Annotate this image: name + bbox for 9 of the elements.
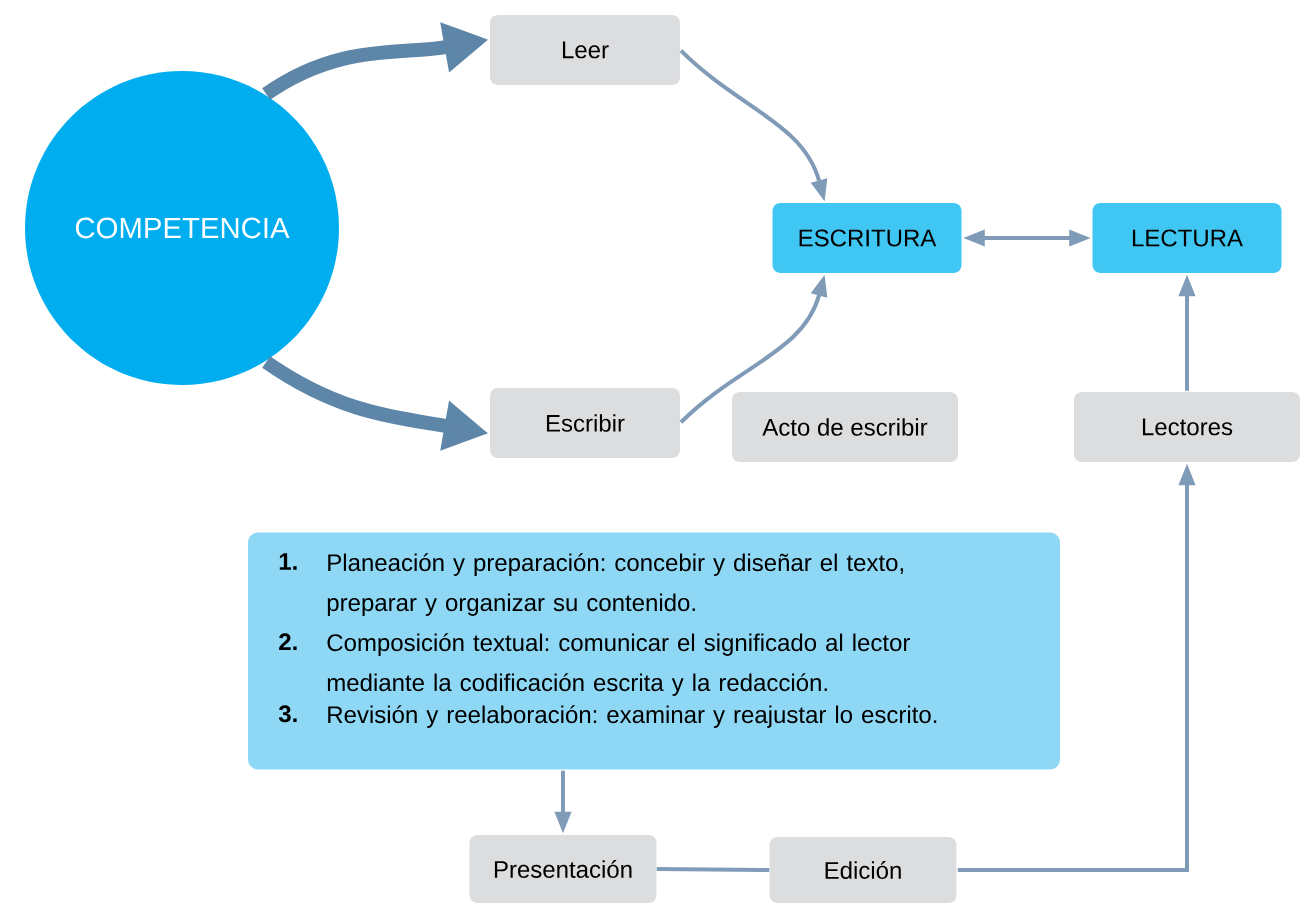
- label-box: Leer: [490, 15, 680, 85]
- steps-panel: 1. Planeación y preparación: concebir y diseñar el texto, preparar y organizar su contenido. 2. Composición textual: comunicar el significado al lector mediante la codificación escrita y la redacción. 3. Revisión y reelaboración: examinar y reajustar lo escrito.: [248, 532, 1060, 770]
- label-box: LECTURA: [1092, 203, 1282, 273]
- label-box: Presentación: [469, 835, 657, 903]
- label-box: Acto de escribir: [732, 392, 958, 462]
- label-box: ESCRITURA: [772, 203, 962, 273]
- label-box: Edición: [769, 837, 957, 903]
- label-box: Lectores: [1074, 392, 1300, 462]
- label-box: Escribir: [490, 388, 680, 458]
